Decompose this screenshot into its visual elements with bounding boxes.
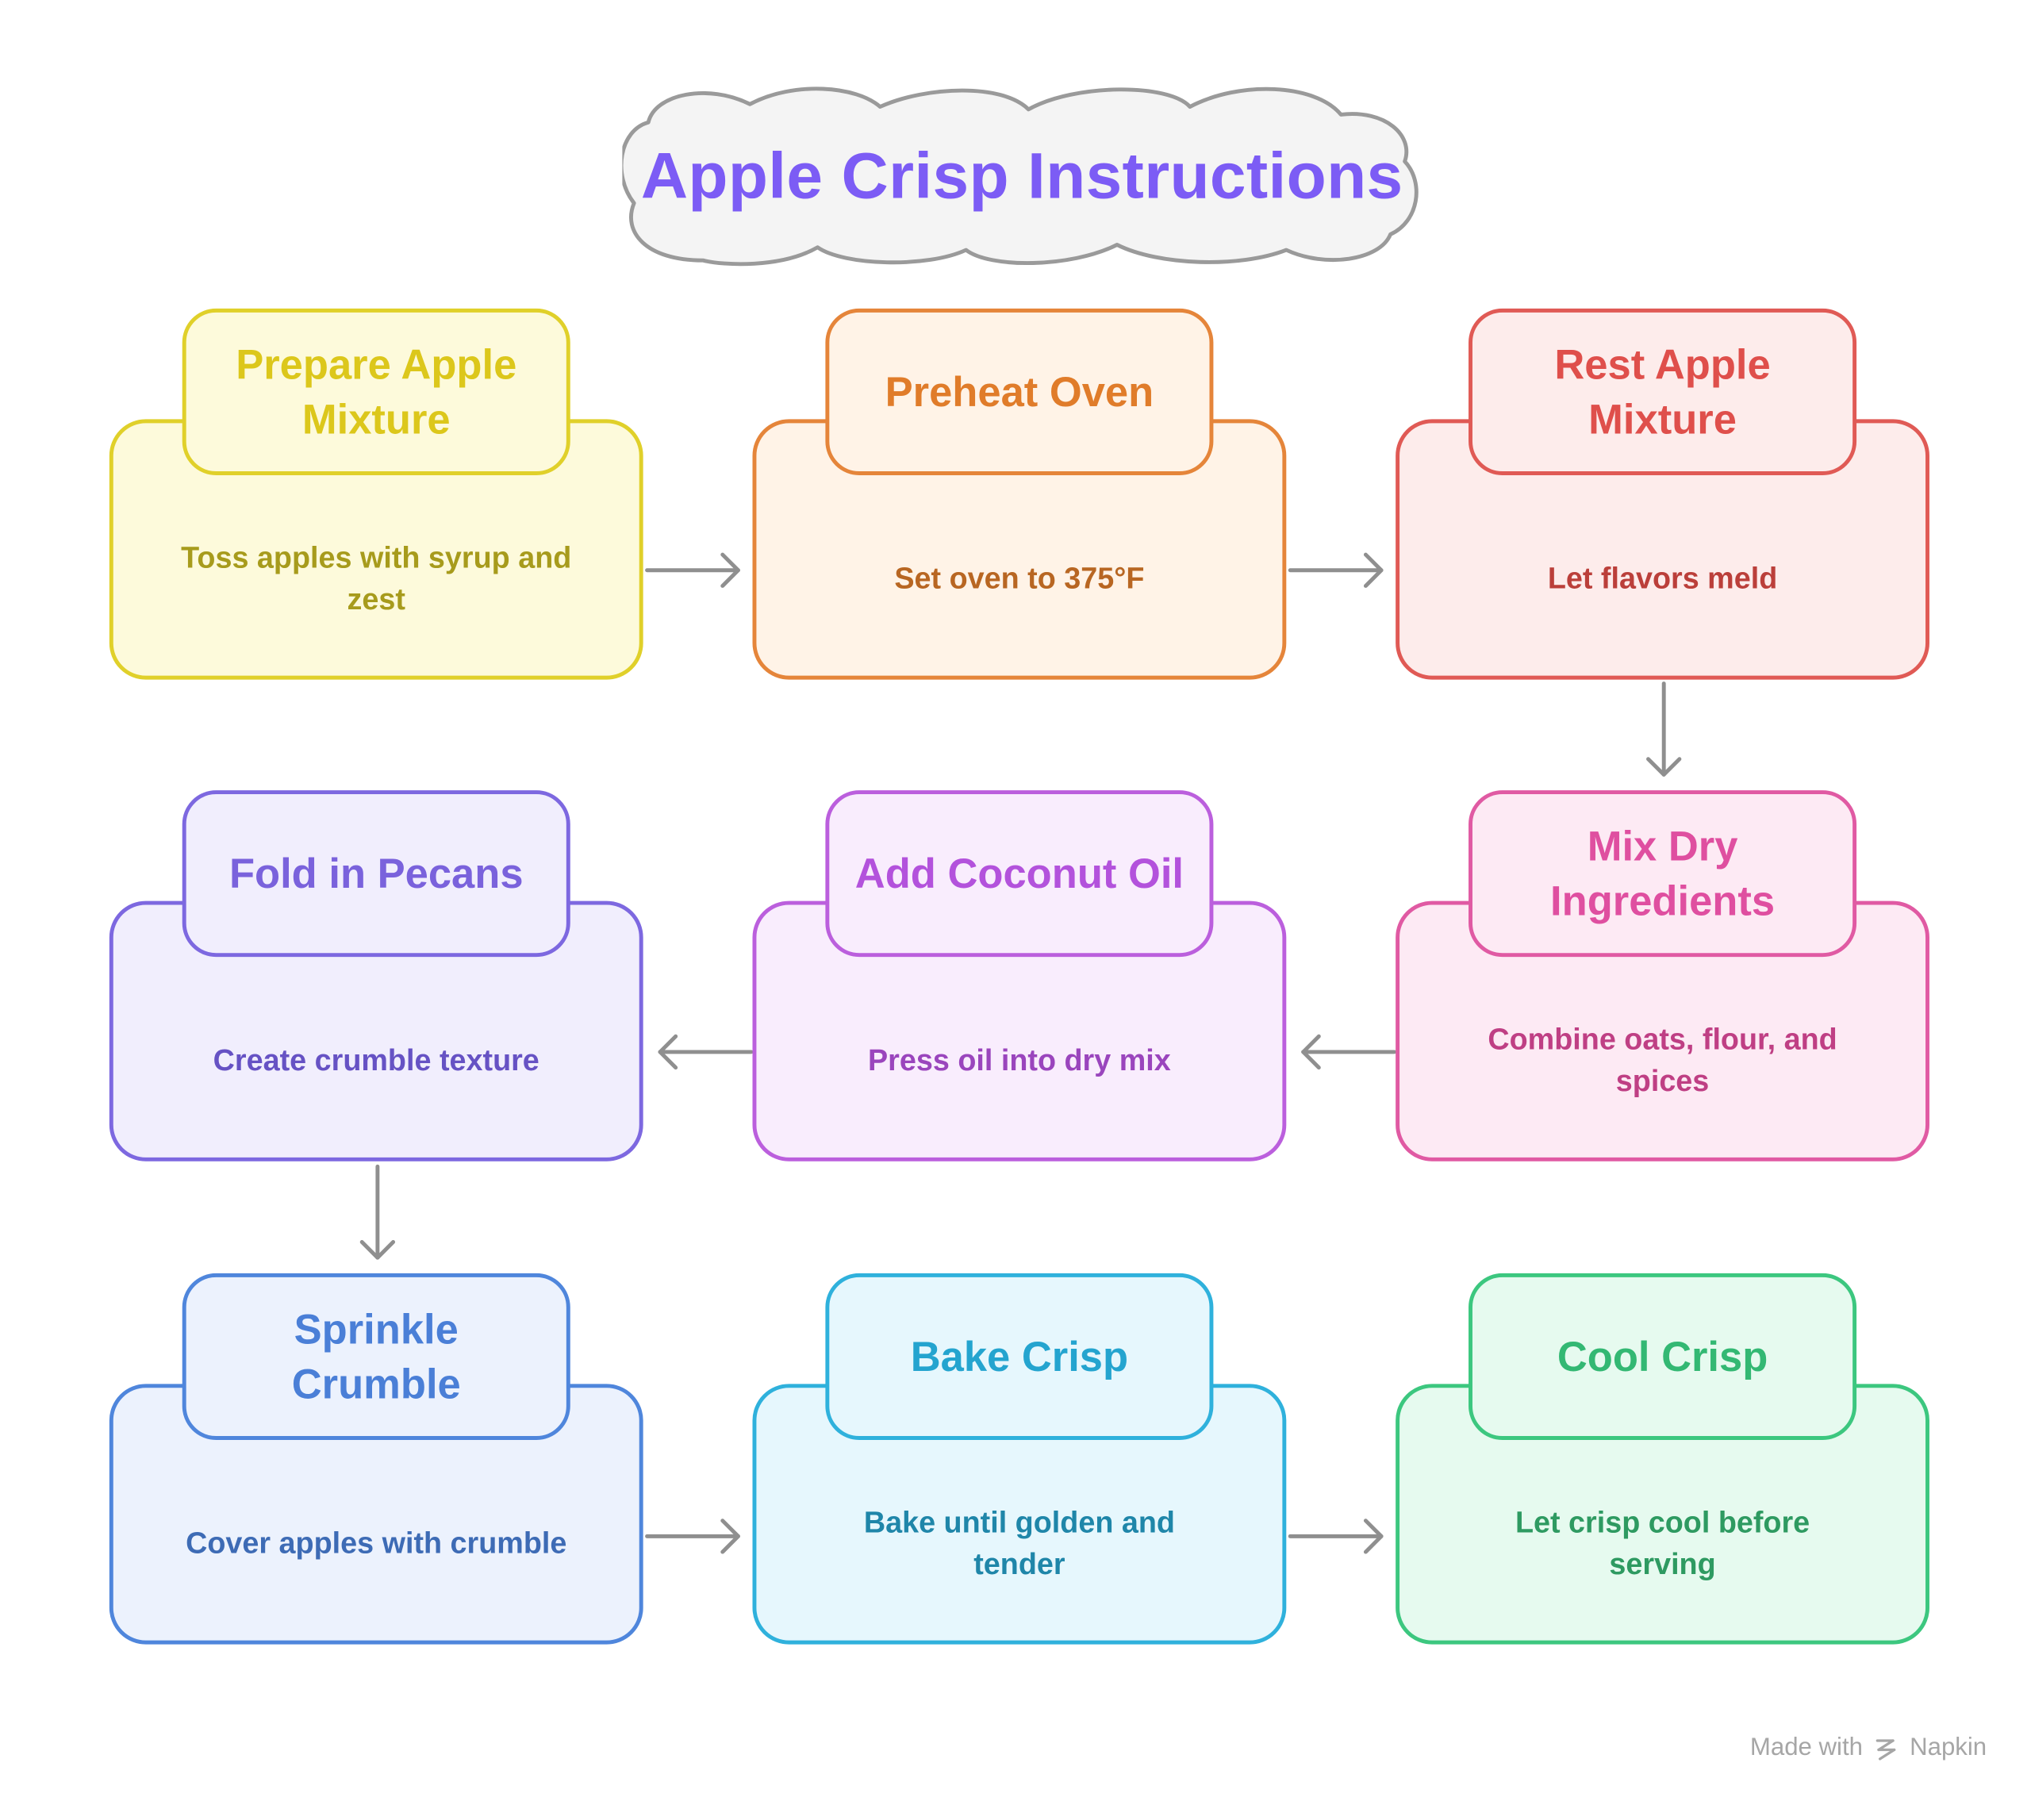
step-title: Mix Dry Ingredients [1469, 790, 1857, 958]
diagram-title: Apple Crisp Instructions [640, 138, 1403, 212]
step-add-coconut-oil: Add Coconut Oil Press oil into dry mix [752, 790, 1287, 1168]
step-title: Bake Crisp [825, 1273, 1214, 1440]
step-title: Cool Crisp [1469, 1273, 1857, 1440]
step-rest-apple-mixture: Rest Apple Mixture Let flavors meld [1396, 308, 1929, 686]
arrow-1-to-2 [645, 552, 740, 588]
step-title: Add Coconut Oil [825, 790, 1214, 958]
step-sprinkle-crumble: Sprinkle Crumble Cover apples with crumb… [109, 1273, 643, 1651]
step-description: Set oven to 375°F [894, 560, 1145, 595]
step-description: Cover apples with crumble [186, 1525, 567, 1560]
arrow-5-to-4 [658, 1034, 754, 1070]
step-title: Prepare Apple Mixture [182, 308, 570, 475]
title-cloud-shape [622, 86, 1419, 267]
step-title: Sprinkle Crumble [182, 1273, 570, 1440]
step-prepare-apple-mixture: Prepare Apple Mixture Toss apples with s… [109, 308, 643, 686]
arrow-2-to-3 [1288, 552, 1384, 588]
arrow-6-to-5 [1301, 1034, 1396, 1070]
step-description: Toss apples with syrup and zest [181, 539, 572, 616]
step-description: Press oil into dry mix [868, 1042, 1171, 1077]
step-title: Preheat Oven [825, 308, 1214, 475]
made-with-napkin-watermark[interactable]: Made with Napkin [1750, 1734, 1987, 1763]
watermark-brand: Napkin [1910, 1734, 1987, 1762]
arrow-7-to-8 [645, 1519, 740, 1554]
arrow-4-to-7 [359, 1164, 396, 1260]
arrow-3-to-6 [1646, 682, 1682, 777]
step-title: Rest Apple Mixture [1469, 308, 1857, 475]
step-preheat-oven: Preheat Oven Set oven to 375°F [752, 308, 1287, 686]
napkin-logo-icon [1876, 1739, 1896, 1760]
step-description: Create crumble texture [213, 1042, 539, 1077]
step-title: Fold in Pecans [182, 790, 570, 958]
step-fold-in-pecans: Fold in Pecans Create crumble texture [109, 790, 643, 1168]
step-bake-crisp: Bake Crisp Bake until golden and tender [752, 1273, 1287, 1651]
watermark-prefix: Made with [1749, 1734, 1864, 1762]
step-description: Let crisp cool before serving [1515, 1504, 1810, 1580]
step-cool-crisp: Cool Crisp Let crisp cool before serving [1396, 1273, 1929, 1651]
step-description: Combine oats, flour, and spices [1488, 1021, 1837, 1097]
step-mix-dry-ingredients: Mix Dry Ingredients Combine oats, flour,… [1396, 790, 1929, 1168]
step-description: Bake until golden and tender [863, 1504, 1175, 1580]
step-description: Let flavors meld [1547, 560, 1778, 595]
arrow-8-to-9 [1288, 1519, 1384, 1554]
